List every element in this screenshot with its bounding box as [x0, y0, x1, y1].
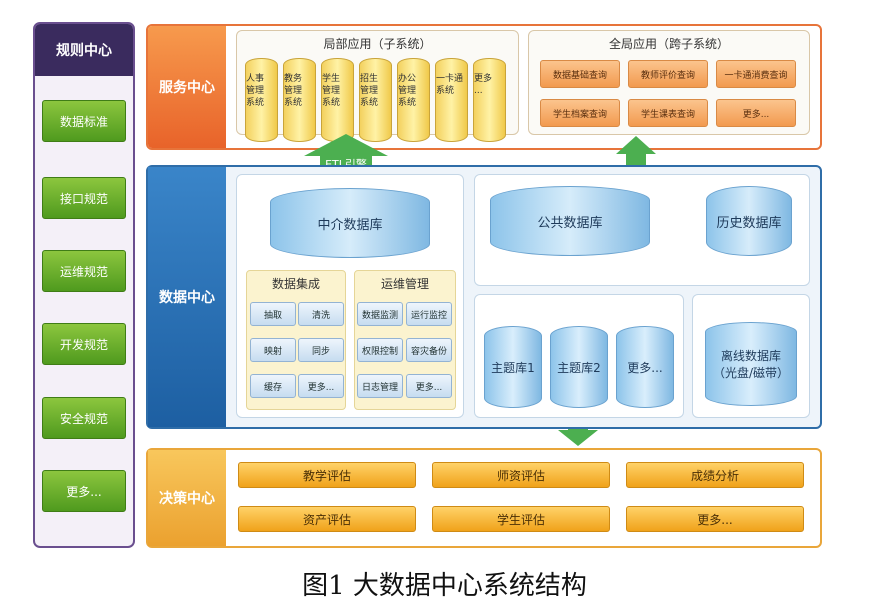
- figure-caption: 图1 大数据中心系统结构: [302, 570, 587, 601]
- local-app-cylinder: 招生管理系统: [359, 58, 392, 142]
- rule-item-ops-spec: 运维规范: [42, 250, 126, 292]
- rule-item-more: 更多...: [42, 470, 126, 512]
- rule-item-interface-spec: 接口规范: [42, 177, 126, 219]
- decision-asset-eval: 资产评估: [238, 506, 416, 532]
- integration-map: 映射: [250, 338, 296, 362]
- local-app-label-line: 系统: [322, 98, 341, 108]
- ops-log-management: 日志管理: [357, 374, 403, 398]
- local-app-label-line: 招生: [360, 74, 379, 84]
- global-app-basic-query: 数据基础查询: [540, 60, 620, 88]
- public-db: 公共数据库: [490, 186, 650, 256]
- local-app-label-line: 人事: [246, 74, 265, 84]
- service-center-label: 服务中心: [148, 26, 226, 148]
- local-app-label-line: 管理: [360, 86, 379, 96]
- local-app-label-line: 办公: [398, 74, 417, 84]
- local-app-label-line: 一卡通: [436, 74, 464, 84]
- global-app-card-query: 一卡通消费查询: [716, 60, 796, 88]
- local-apps-title: 局部应用（子系统）: [323, 36, 432, 51]
- local-app-label-line: 教务: [284, 74, 303, 84]
- integration-sync: 同步: [298, 338, 344, 362]
- rule-item-dev-spec: 开发规范: [42, 323, 126, 365]
- local-app-cylinder: 办公管理系统: [397, 58, 430, 142]
- global-apps-title: 全局应用（跨子系统）: [608, 36, 729, 51]
- integration-extract: 抽取: [250, 302, 296, 326]
- local-app-cylinder: 更多...: [473, 58, 506, 142]
- ops-disaster-backup: 容灾备份: [406, 338, 452, 362]
- rule-item-data-standard: 数据标准: [42, 100, 126, 142]
- local-app-label-line: 更多: [474, 74, 493, 84]
- offline-db-media: （光盘/磁带）: [712, 366, 790, 380]
- intermediary-db: 中介数据库: [270, 188, 430, 258]
- global-app-more: 更多...: [716, 99, 796, 127]
- ops-more: 更多...: [406, 374, 452, 398]
- theme-db-more: 更多...: [616, 326, 674, 408]
- theme-db-2: 主题库2: [550, 326, 608, 408]
- local-app-label-line: ...: [474, 86, 483, 96]
- integration-more: 更多...: [298, 374, 344, 398]
- offline-db: 离线数据库 （光盘/磁带）: [705, 322, 797, 406]
- rule-center-title: 规则中心: [35, 24, 133, 76]
- ops-management-title: 运维管理: [380, 276, 429, 291]
- ops-run-monitor: 运行监控: [406, 302, 452, 326]
- rule-item-security-spec: 安全规范: [42, 397, 126, 439]
- decision-faculty-eval: 师资评估: [432, 462, 610, 488]
- integration-cache: 缓存: [250, 374, 296, 398]
- local-app-label-line: 系统: [360, 98, 379, 108]
- ops-access-control: 权限控制: [357, 338, 403, 362]
- local-app-label-line: 管理: [398, 86, 417, 96]
- global-app-teacher-eval-query: 教师评价查询: [628, 60, 708, 88]
- local-app-label-line: 学生: [322, 74, 341, 84]
- local-app-label-line: 管理: [322, 86, 341, 96]
- history-db: 历史数据库: [706, 186, 792, 256]
- decision-center-label: 决策中心: [148, 450, 226, 546]
- local-app-cylinder: 一卡通系统: [435, 58, 468, 142]
- global-app-schedule-query: 学生课表查询: [628, 99, 708, 127]
- local-app-label-line: 管理: [246, 86, 265, 96]
- local-app-label-line: 系统: [284, 98, 303, 108]
- ops-data-monitor: 数据监测: [357, 302, 403, 326]
- data-center-label: 数据中心: [148, 167, 226, 427]
- theme-db-1: 主题库1: [484, 326, 542, 408]
- global-app-student-archive-query: 学生档案查询: [540, 99, 620, 127]
- integration-clean: 清洗: [298, 302, 344, 326]
- decision-score-analysis: 成绩分析: [626, 462, 804, 488]
- local-app-label-line: 系统: [436, 86, 455, 96]
- local-app-label-line: 系统: [246, 98, 265, 108]
- decision-more: 更多...: [626, 506, 804, 532]
- offline-db-name: 离线数据库: [720, 349, 781, 363]
- local-app-label-line: 系统: [398, 98, 417, 108]
- local-app-cylinder: 学生管理系统: [321, 58, 354, 142]
- local-app-cylinder: 人事管理系统: [245, 58, 278, 142]
- decision-teaching-eval: 教学评估: [238, 462, 416, 488]
- decision-student-eval: 学生评估: [432, 506, 610, 532]
- data-integration-title: 数据集成: [271, 276, 320, 291]
- local-app-cylinder: 教务管理系统: [283, 58, 316, 142]
- local-app-label-line: 管理: [284, 86, 303, 96]
